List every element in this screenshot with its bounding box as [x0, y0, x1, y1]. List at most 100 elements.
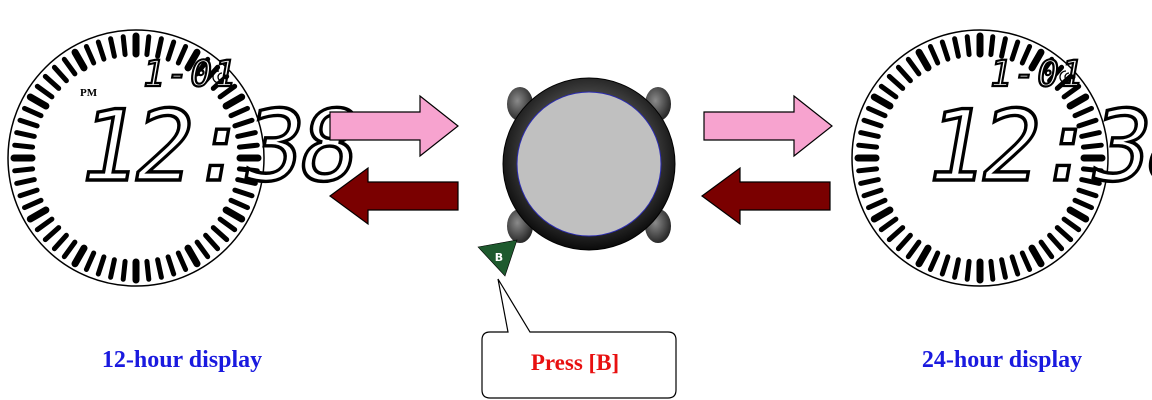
- tick-mark: [108, 36, 117, 59]
- tick-mark: [988, 258, 996, 282]
- tick-mark: [1047, 232, 1065, 252]
- tick-mark: [120, 34, 128, 58]
- tick-mark: [217, 216, 238, 233]
- watch-left: PM 1-01 12:38: [7, 29, 367, 287]
- tick-mark: [915, 48, 932, 72]
- tick-mark: [120, 258, 128, 282]
- tick-mark: [1066, 93, 1090, 110]
- tick-mark: [1072, 197, 1094, 211]
- tick-mark: [34, 216, 55, 233]
- tick-mark: [866, 197, 888, 211]
- watch-face: [516, 91, 662, 237]
- tick-mark: [866, 105, 888, 119]
- tick-mark: [1009, 39, 1021, 62]
- forward-arrow-icon: [703, 94, 833, 158]
- tick-mark: [1038, 239, 1055, 260]
- tick-mark: [988, 34, 996, 58]
- tick-mark: [51, 232, 69, 252]
- tick-mark: [858, 177, 881, 186]
- tick-mark: [144, 258, 152, 282]
- alarm-signal-icon: [1059, 70, 1076, 84]
- tick-mark: [1019, 44, 1033, 66]
- tick-mark: [927, 250, 941, 272]
- watch-right-time: 12:38: [915, 88, 1152, 206]
- tick-mark: [155, 36, 164, 59]
- tick-mark: [235, 130, 258, 139]
- tick-mark: [95, 39, 107, 62]
- tick-mark: [61, 56, 78, 77]
- tick-mark: [83, 44, 97, 66]
- tick-mark: [886, 73, 906, 91]
- tick-mark: [1079, 130, 1102, 139]
- tick-mark: [61, 239, 78, 260]
- back-arrow-icon: [328, 166, 459, 226]
- watch-right-tick-ring: [854, 32, 1106, 284]
- watch-left-date: 1-01: [138, 51, 242, 96]
- tick-mark: [1054, 225, 1074, 243]
- tick-mark: [1080, 142, 1104, 150]
- tick-mark: [1072, 105, 1094, 119]
- date-readout: 1-01: [139, 52, 241, 95]
- tick-mark: [1028, 244, 1045, 268]
- tick-mark: [194, 239, 211, 260]
- alarm-signal-icon: [212, 70, 229, 84]
- tick-mark: [856, 142, 880, 150]
- time-readout: 12:38: [70, 90, 365, 204]
- tick-mark: [144, 34, 152, 58]
- tick-mark: [42, 73, 62, 91]
- time-readout: 12:38: [917, 90, 1152, 204]
- tick-mark: [222, 206, 246, 223]
- tick-mark: [26, 206, 50, 223]
- watch-right-date: 1-01: [985, 51, 1089, 96]
- tick-mark: [858, 130, 881, 139]
- tick-mark: [184, 48, 201, 72]
- tick-mark: [194, 56, 211, 77]
- tick-mark: [232, 117, 255, 129]
- tick-mark: [870, 206, 894, 223]
- tick-mark: [861, 117, 884, 129]
- watch-left-tick-ring: [10, 32, 262, 284]
- tick-mark: [203, 232, 221, 252]
- tick-mark: [1076, 187, 1099, 199]
- date-readout: 1-01: [986, 52, 1088, 95]
- tick-mark: [222, 93, 246, 110]
- tick-mark: [34, 83, 55, 100]
- watch-right-outline: [851, 29, 1109, 287]
- tick-mark: [108, 257, 117, 280]
- press-button-callout: [481, 278, 677, 399]
- tick-mark: [939, 39, 951, 62]
- tick-mark: [71, 244, 88, 268]
- tick-mark: [228, 197, 250, 211]
- tick-mark: [71, 48, 88, 72]
- tick-mark: [1076, 117, 1099, 129]
- tick-mark: [203, 64, 221, 84]
- tick-mark: [952, 36, 961, 59]
- tick-mark: [14, 130, 37, 139]
- callout-text: Press [B]: [531, 350, 619, 375]
- tick-mark: [1038, 56, 1055, 77]
- tick-mark: [175, 250, 189, 272]
- tick-mark: [895, 232, 913, 252]
- watch-icon: [502, 77, 676, 251]
- caption-24-hour: 24-hour display: [922, 347, 1082, 373]
- tick-mark: [165, 254, 177, 277]
- tick-mark: [870, 93, 894, 110]
- watch-left-time: 12:38: [68, 88, 367, 206]
- tick-mark: [217, 83, 238, 100]
- tick-mark: [155, 257, 164, 280]
- tick-mark: [1080, 166, 1104, 174]
- tick-mark: [175, 44, 189, 66]
- tick-mark: [1019, 250, 1033, 272]
- tick-mark: [878, 83, 899, 100]
- tick-mark: [83, 250, 97, 272]
- tick-mark: [236, 166, 260, 174]
- tick-mark: [856, 166, 880, 174]
- tick-mark: [939, 254, 951, 277]
- tick-mark: [1061, 83, 1082, 100]
- tick-mark: [999, 36, 1008, 59]
- tick-mark: [235, 177, 258, 186]
- button-marker-icon: B: [477, 239, 518, 277]
- tick-mark: [22, 197, 44, 211]
- tick-mark: [42, 225, 62, 243]
